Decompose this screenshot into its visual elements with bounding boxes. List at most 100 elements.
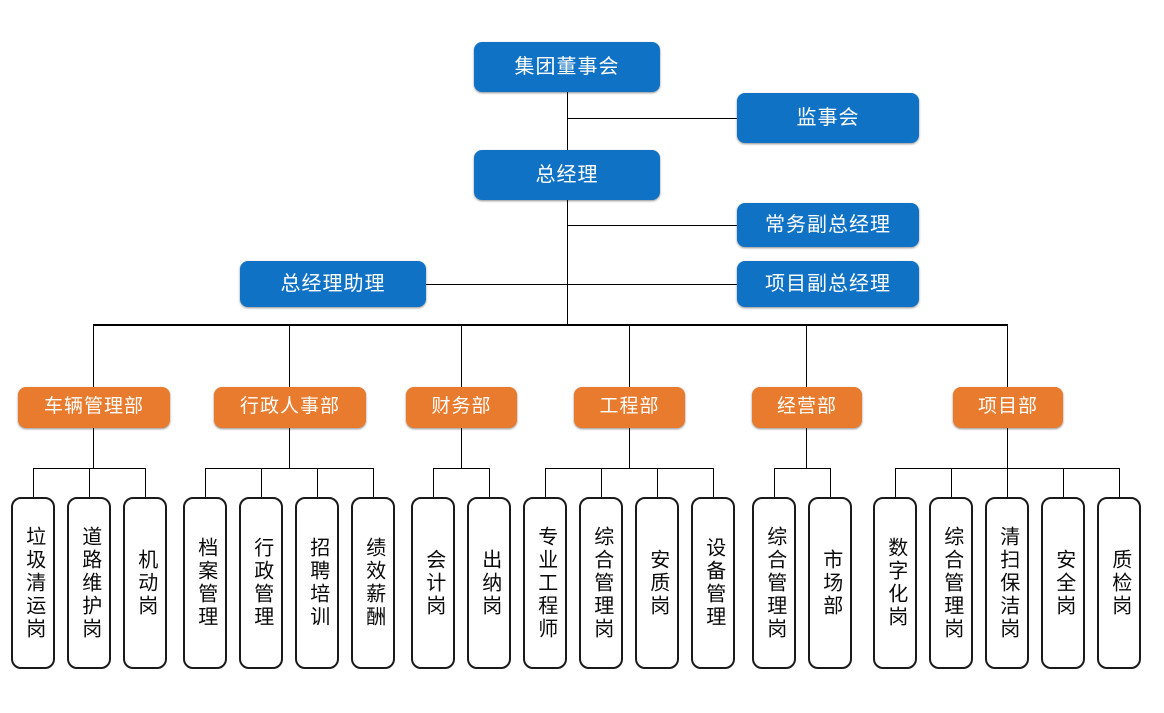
position-label-1-1: 行政管理 [250,537,273,629]
connector-dept3-drop [629,428,630,468]
position-box-2-1[interactable]: 出纳岗 [467,497,511,669]
dept-label-3: 工程部 [599,396,660,418]
dept-box-5[interactable]: 项目部 [953,387,1063,428]
connector-gm-spine-to-supervisory [567,118,737,119]
position-box-1-0[interactable]: 档案管理 [183,497,227,669]
connector-dept5-child-2 [1007,468,1008,497]
position-label-3-0: 专业工程师 [534,525,557,641]
connector-dept3-child-1 [601,468,602,497]
position-box-4-1[interactable]: 市场部 [808,497,852,669]
position-box-5-4[interactable]: 质检岗 [1097,497,1141,669]
node-exec-vice-gm[interactable]: 常务副总经理 [737,203,919,247]
position-box-2-0[interactable]: 会计岗 [411,497,455,669]
node-project-vice-gm[interactable]: 项目副总经理 [737,261,919,307]
dept-box-0[interactable]: 车辆管理部 [18,387,170,428]
position-label-4-0: 综合管理岗 [763,525,786,641]
connector-dept1-child-0 [205,468,206,497]
node-general-manager[interactable]: 总经理 [474,150,660,200]
connector-dept1-child-1 [261,468,262,497]
position-label-5-2: 清扫保洁岗 [996,525,1019,641]
position-box-3-2[interactable]: 安质岗 [635,497,679,669]
position-box-3-0[interactable]: 专业工程师 [523,497,567,669]
connector-dept5-drop [1007,428,1008,468]
connector-dept1-drop [289,428,290,468]
position-box-0-2[interactable]: 机动岗 [123,497,167,669]
connector-bus-to-dept-5 [1007,324,1008,387]
connector-dept2-child-0 [433,468,434,497]
connector-dept1-child-2 [317,468,318,497]
connector-dept3-bus [545,468,714,469]
connector-dept2-bus [433,468,490,469]
connector-dept5-child-1 [951,468,952,497]
dept-label-4: 经营部 [776,396,837,418]
position-label-0-0: 垃圾清运岗 [22,525,45,641]
connector-dept4-drop [806,428,807,468]
node-board[interactable]: 集团董事会 [474,42,660,92]
dept-box-3[interactable]: 工程部 [574,387,685,428]
position-box-1-3[interactable]: 绩效薪酬 [351,497,395,669]
connector-bus-to-dept-4 [806,324,807,387]
position-label-0-1: 道路维护岗 [78,525,101,641]
connector-dept0-drop [93,428,94,468]
connector-dept5-child-3 [1063,468,1064,497]
connector-dept4-bus [774,468,831,469]
position-label-2-0: 会计岗 [422,548,445,618]
connector-dept0-child-1 [89,468,90,497]
connector-spine-to-exec-vice-gm [567,225,737,226]
position-label-3-1: 综合管理岗 [590,525,613,641]
position-box-3-1[interactable]: 综合管理岗 [579,497,623,669]
connector-dept3-child-3 [713,468,714,497]
position-box-0-0[interactable]: 垃圾清运岗 [11,497,55,669]
position-label-2-1: 出纳岗 [478,548,501,618]
connector-bus-to-dept-3 [629,324,630,387]
node-supervisory-board-label: 监事会 [796,107,860,129]
position-box-1-1[interactable]: 行政管理 [239,497,283,669]
node-general-manager-label: 总经理 [535,164,599,186]
node-gm-assistant[interactable]: 总经理助理 [240,261,426,307]
connector-bus-to-dept-0 [93,324,94,387]
position-box-5-1[interactable]: 综合管理岗 [929,497,973,669]
position-label-1-0: 档案管理 [194,537,217,629]
connector-dept4-child-0 [774,468,775,497]
connector-dept3-child-0 [545,468,546,497]
position-label-5-4: 质检岗 [1108,548,1131,618]
position-label-5-0: 数字化岗 [884,537,907,629]
position-box-1-2[interactable]: 招聘培训 [295,497,339,669]
position-label-3-2: 安质岗 [646,548,669,618]
connector-dept3-child-2 [657,468,658,497]
connector-dept5-child-0 [895,468,896,497]
connector-board-to-gm [567,92,568,150]
connector-dept1-bus [205,468,374,469]
position-label-3-3: 设备管理 [702,537,725,629]
position-box-5-2[interactable]: 清扫保洁岗 [985,497,1029,669]
node-project-vice-gm-label: 项目副总经理 [765,273,891,295]
position-box-5-3[interactable]: 安全岗 [1041,497,1085,669]
dept-label-5: 项目部 [977,396,1038,418]
position-box-3-3[interactable]: 设备管理 [691,497,735,669]
dept-label-1: 行政人事部 [239,396,340,418]
connector-dept5-child-4 [1119,468,1120,497]
node-supervisory-board[interactable]: 监事会 [737,93,919,143]
connector-bus-to-dept-2 [461,324,462,387]
connector-dept2-child-1 [489,468,490,497]
position-box-4-0[interactable]: 综合管理岗 [752,497,796,669]
dept-box-2[interactable]: 财务部 [406,387,517,428]
dept-box-4[interactable]: 经营部 [752,387,862,428]
position-label-1-3: 绩效薪酬 [362,537,385,629]
position-label-0-2: 机动岗 [134,548,157,618]
position-label-5-1: 综合管理岗 [940,525,963,641]
connector-dept1-child-3 [373,468,374,497]
node-gm-assistant-label: 总经理助理 [280,273,386,295]
dept-box-1[interactable]: 行政人事部 [214,387,366,428]
position-box-0-1[interactable]: 道路维护岗 [67,497,111,669]
connector-dept0-child-2 [145,468,146,497]
connector-bus-to-dept-1 [289,324,290,387]
dept-label-2: 财务部 [431,396,492,418]
connector-dept0-child-0 [33,468,34,497]
position-box-5-0[interactable]: 数字化岗 [873,497,917,669]
connector-spine-to-project-vice-gm [567,284,737,285]
connector-spine-to-gm-assistant [426,284,567,285]
node-exec-vice-gm-label: 常务副总经理 [765,214,891,236]
position-label-5-3: 安全岗 [1052,548,1075,618]
